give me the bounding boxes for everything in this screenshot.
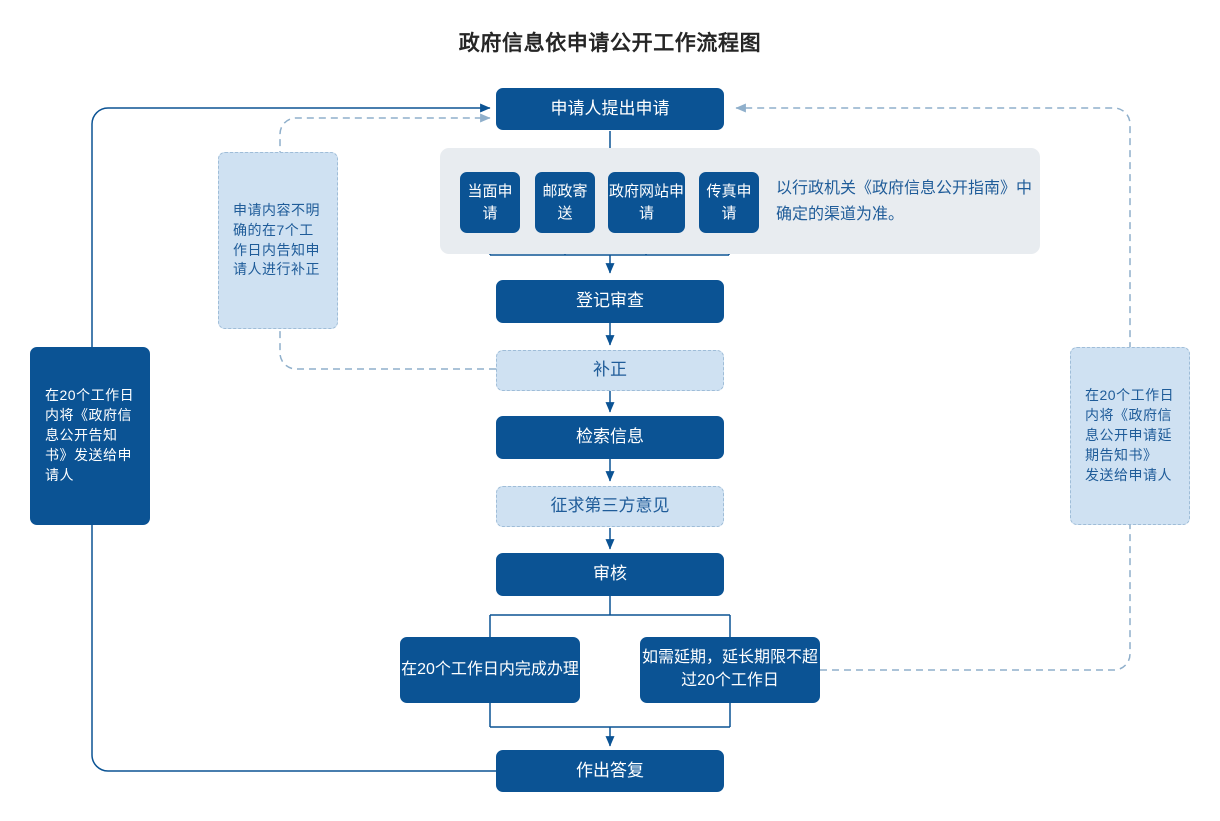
page-title: 政府信息依申请公开工作流程图	[458, 32, 762, 55]
node-audit[interactable]: 审核	[496, 553, 724, 596]
note-text: 申请内容不明确的在7个工作日内告知申请人进行补正	[233, 201, 320, 278]
node-label: 如需延期，延长期限不超过20个工作日	[641, 649, 818, 689]
node-channel-fax[interactable]: 传真申请	[699, 172, 759, 233]
node-issue-reply[interactable]: 作出答复	[496, 750, 724, 792]
note-unclear-application[interactable]: 申请内容不明确的在7个工作日内告知申请人进行补正	[218, 152, 338, 329]
node-label: 审核	[593, 564, 627, 584]
node-complete-within-20-days[interactable]: 在20个工作日内完成办理	[400, 637, 580, 703]
node-retrieve-information[interactable]: 检索信息	[496, 416, 724, 459]
node-applicant-submit[interactable]: 申请人提出申请	[496, 88, 724, 130]
node-label: 在20个工作日内完成办理	[401, 660, 579, 678]
channel-note: 以行政机关《政府信息公开指南》中确定的渠道为准。	[776, 176, 1036, 228]
node-extension-allowed[interactable]: 如需延期，延长期限不超过20个工作日	[640, 637, 820, 703]
node-channel-in-person[interactable]: 当面申请	[460, 172, 520, 233]
node-label: 政府网站申请	[609, 183, 685, 222]
note-disclosure-notice[interactable]: 在20个工作日内将《政府信息公开告知书》发送给申请人	[30, 347, 150, 525]
node-label: 检索信息	[576, 427, 644, 447]
node-label: 征求第三方意见	[550, 496, 670, 516]
node-channel-website[interactable]: 政府网站申请	[608, 172, 685, 233]
node-label: 传真申请	[706, 183, 752, 222]
node-third-party-opinion[interactable]: 征求第三方意见	[496, 486, 724, 527]
node-channel-postal[interactable]: 邮政寄送	[535, 172, 595, 233]
node-label: 邮政寄送	[542, 183, 588, 222]
note-text: 在20个工作日内将《政府信息公开告知书》发送给申请人	[45, 387, 135, 483]
node-label: 登记审查	[576, 291, 644, 311]
channel-note-text: 以行政机关《政府信息公开指南》中确定的渠道为准。	[776, 180, 1033, 223]
node-label: 当面申请	[467, 183, 513, 222]
note-text: 在20个工作日内将《政府信息公开申请延期告知书》 发送给申请人	[1085, 387, 1175, 483]
node-label: 补正	[593, 360, 627, 380]
node-registration-review[interactable]: 登记审查	[496, 280, 724, 323]
node-label: 申请人提出申请	[550, 98, 670, 118]
node-label: 作出答复	[576, 760, 644, 780]
node-supplement[interactable]: 补正	[496, 350, 724, 391]
note-extension-notice[interactable]: 在20个工作日内将《政府信息公开申请延期告知书》 发送给申请人	[1070, 347, 1190, 525]
